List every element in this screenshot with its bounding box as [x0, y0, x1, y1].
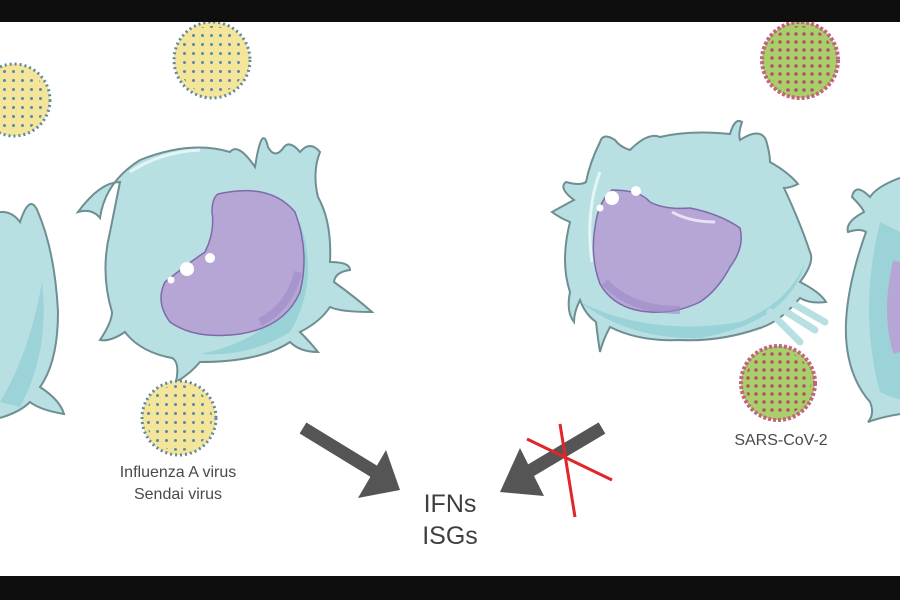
outcome-labels: IFNs ISGs	[390, 488, 510, 552]
sars-cov-2-label: SARS-CoV-2	[734, 432, 828, 449]
cell-right-edge	[844, 176, 900, 423]
sendai-label: Sendai virus	[133, 486, 223, 503]
isgs-label: ISGs	[422, 522, 478, 550]
cell-left-infected	[75, 137, 375, 384]
arrow-induces-ifn	[299, 422, 400, 498]
influenza-virion-top-left	[0, 62, 52, 138]
nucleus-left	[160, 189, 305, 337]
block-cross-icon	[526, 423, 613, 518]
cell-left-edge	[0, 203, 66, 419]
cell-right-sars-cov-2	[550, 119, 829, 353]
graphical-abstract: Influenza A virus Sendai virus SARS-CoV-…	[0, 22, 900, 576]
sars-cov-2-virion-bottom	[739, 344, 817, 422]
ifns-label: IFNs	[423, 490, 477, 518]
bottom-letterbox-bar	[0, 576, 900, 600]
influenza-label: Influenza A virus	[119, 464, 237, 481]
sars-cov-2-virion-top	[760, 22, 840, 100]
influenza-virion-bottom	[140, 379, 218, 457]
arrow-blocked-ifn	[500, 422, 606, 496]
influenza-sendai-label: Influenza A virus Sendai virus	[78, 462, 278, 506]
influenza-virion-top-center	[172, 22, 252, 100]
diagram-canvas	[0, 22, 900, 518]
top-letterbox-bar	[0, 0, 900, 22]
